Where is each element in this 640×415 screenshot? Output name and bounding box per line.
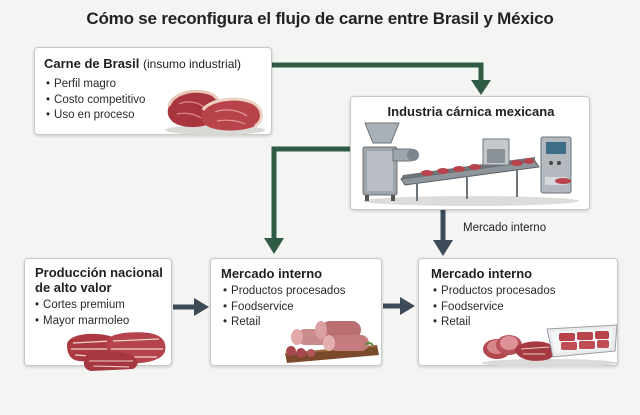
node-title-text: Carne de Brasil bbox=[44, 56, 140, 71]
node-title: Producción nacional de alto valor bbox=[35, 265, 163, 295]
edge-mercado1-mercado2 bbox=[383, 297, 415, 315]
bullet-item: Productos procesados bbox=[433, 284, 555, 300]
bullet-item: Perfil magro bbox=[46, 77, 145, 93]
sausages-board-icon bbox=[285, 321, 379, 363]
node-subtitle: (insumo industrial) bbox=[143, 57, 242, 71]
node-title: Mercado interno bbox=[431, 266, 533, 281]
diagram-title: Cómo se reconfigura el flujo de carne en… bbox=[86, 9, 554, 28]
bullet-item: Foodservice bbox=[433, 300, 555, 316]
edge-produccion-mercado1 bbox=[173, 298, 209, 316]
node-title: Carne de Brasil (insumo industrial) bbox=[44, 56, 241, 71]
bullet-list: Perfil magro Costo competitivo Uso en pr… bbox=[46, 77, 145, 124]
meat-processing-line-icon bbox=[362, 122, 579, 206]
edge-brasil-industria bbox=[272, 62, 491, 95]
node-industria-carnica: Industria cárnica mexicana bbox=[350, 96, 590, 210]
bullet-item: Costo competitivo bbox=[46, 93, 145, 109]
bullet-item: Retail bbox=[433, 315, 555, 331]
bullet-list: Cortes premium Mayor marmoleo bbox=[35, 298, 129, 329]
node-title-line: Producción nacional bbox=[35, 265, 163, 280]
bullet-item: Uso en proceso bbox=[46, 108, 145, 124]
packaged-meat-tray-icon bbox=[481, 324, 618, 367]
bullet-item: Retail bbox=[223, 315, 345, 331]
node-mercado-interno-1: Mercado interno Productos procesados Foo… bbox=[210, 258, 382, 366]
node-carne-brasil: Carne de Brasil (insumo industrial) Perf… bbox=[34, 47, 272, 135]
raw-beef-cuts-icon bbox=[165, 89, 265, 135]
node-produccion-nacional: Producción nacional de alto valor Cortes… bbox=[24, 258, 172, 371]
bullet-item: Cortes premium bbox=[35, 298, 129, 314]
edge-industria-mercado1 bbox=[264, 146, 350, 254]
node-mercado-interno-2: Mercado interno Productos procesados Foo… bbox=[418, 258, 618, 367]
node-title-line: de alto valor bbox=[35, 280, 112, 295]
bullet-item: Productos procesados bbox=[223, 284, 345, 300]
edge-label-mercado-interno: Mercado interno bbox=[463, 222, 547, 234]
bullet-list: Productos procesados Foodservice Retail bbox=[433, 284, 555, 331]
marbled-steaks-icon bbox=[67, 332, 166, 371]
node-title: Mercado interno bbox=[221, 266, 323, 281]
bullet-item: Foodservice bbox=[223, 300, 345, 316]
edge-industria-mercado2 bbox=[433, 210, 453, 256]
bullet-list: Productos procesados Foodservice Retail bbox=[223, 284, 345, 331]
node-title: Industria cárnica mexicana bbox=[387, 104, 555, 119]
bullet-item: Mayor marmoleo bbox=[35, 314, 129, 330]
